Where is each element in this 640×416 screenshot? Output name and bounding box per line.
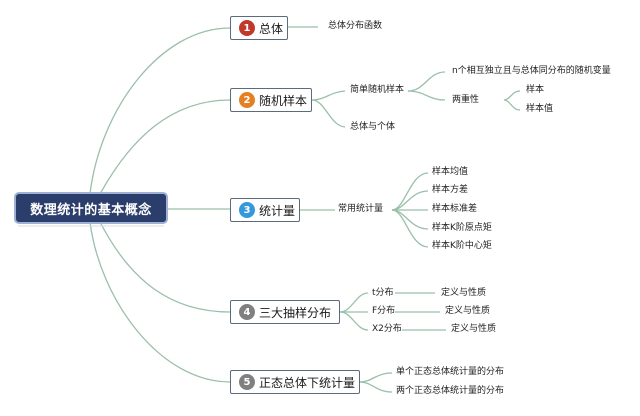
node-population-individual[interactable]: 总体与个体 xyxy=(350,122,396,132)
topic-statistic[interactable]: 3 统计量 xyxy=(230,198,300,222)
number-badge-icon: 4 xyxy=(239,304,255,320)
connector-topic2-individual xyxy=(311,99,346,128)
topic-label: 统计量 xyxy=(259,203,296,218)
topic-normal-statistics[interactable]: 5 正态总体下统计量 xyxy=(230,370,360,394)
node-population-distribution[interactable]: 总体分布函数 xyxy=(328,21,383,31)
connector-duality-sample xyxy=(503,90,521,101)
number-badge-icon: 1 xyxy=(239,20,255,36)
topic-label: 正态总体下统计量 xyxy=(259,375,356,390)
node-simple-random-sample[interactable]: 简单随机样本 xyxy=(350,85,405,95)
topic-label: 总体 xyxy=(259,21,284,36)
node-sample-variance[interactable]: 样本方差 xyxy=(432,185,469,195)
node-chi2-distribution[interactable]: X2分布 xyxy=(372,324,402,334)
number-badge-icon: 5 xyxy=(239,374,255,390)
node-sample[interactable]: 样本 xyxy=(526,85,545,95)
node-f-distribution[interactable]: F分布 xyxy=(372,306,396,316)
connector-topic5-single xyxy=(359,372,393,383)
node-duality[interactable]: 两重性 xyxy=(452,95,480,105)
node-sample-raw-moment[interactable]: 样本K阶原点矩 xyxy=(432,223,492,233)
node-t-distribution[interactable]: t分布 xyxy=(372,288,394,298)
topic-random-sample[interactable]: 2 随机样本 xyxy=(230,88,312,112)
connector-simple-duality xyxy=(407,90,446,101)
number-badge-icon: 3 xyxy=(239,202,255,218)
connector-root-topic4 xyxy=(99,221,231,313)
connector-root-topic5 xyxy=(89,221,231,383)
node-sample-std[interactable]: 样本标准差 xyxy=(432,204,478,214)
node-t-definition[interactable]: 定义与性质 xyxy=(441,288,487,298)
topic-label: 三大抽样分布 xyxy=(259,305,332,320)
connector-topic5-two xyxy=(359,381,393,393)
root-node[interactable]: 数理统计的基本概念 xyxy=(16,194,166,222)
number-badge-icon: 2 xyxy=(239,92,255,108)
connector-duality-value xyxy=(503,99,521,111)
node-chi2-definition[interactable]: 定义与性质 xyxy=(451,324,497,334)
connector-topic2-simple xyxy=(311,90,346,101)
connector-topic4-t xyxy=(339,292,369,313)
node-two-normal[interactable]: 两个正态总体统计量的分布 xyxy=(396,386,505,396)
node-iid-variables[interactable]: n个相互独立且与总体同分布的随机变量 xyxy=(452,66,611,76)
node-sample-mean[interactable]: 样本均值 xyxy=(432,167,469,177)
topic-sampling-distributions[interactable]: 4 三大抽样分布 xyxy=(230,300,340,324)
topic-label: 随机样本 xyxy=(259,93,308,108)
connector-topic4-chi2 xyxy=(339,311,369,331)
connector-simple-iid xyxy=(407,71,446,92)
node-sample-value[interactable]: 样本值 xyxy=(526,104,554,114)
node-common-statistics[interactable]: 常用统计量 xyxy=(338,204,384,214)
node-f-definition[interactable]: 定义与性质 xyxy=(445,306,491,316)
connector-root-topic2 xyxy=(99,99,231,195)
root-label: 数理统计的基本概念 xyxy=(30,202,152,218)
connector-common-central xyxy=(391,209,429,248)
topic-population[interactable]: 1 总体 xyxy=(230,16,288,40)
node-sample-central-moment[interactable]: 样本K阶中心矩 xyxy=(432,241,492,251)
connector-root-topic1 xyxy=(89,27,231,195)
node-single-normal[interactable]: 单个正态总体统计量的分布 xyxy=(396,367,505,377)
